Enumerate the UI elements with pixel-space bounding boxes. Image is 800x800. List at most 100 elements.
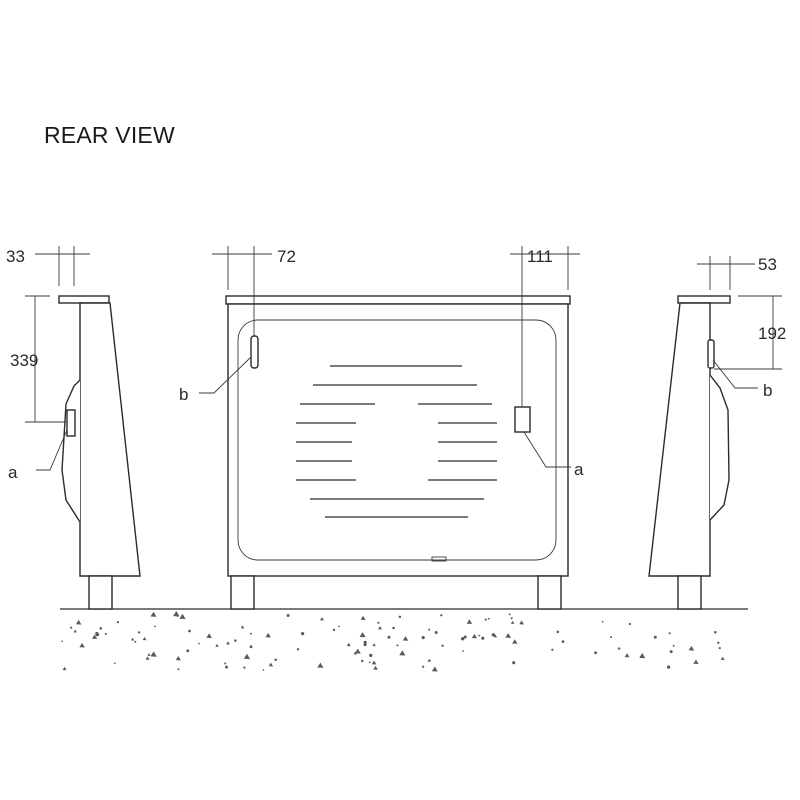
gravel-speck: [427, 658, 432, 662]
gravel-speck: [688, 645, 695, 651]
leader-line: [199, 356, 252, 394]
gravel-speck: [396, 644, 399, 647]
dim-label-339: 339: [10, 351, 38, 370]
gravel-speck: [353, 651, 357, 655]
dim-label-192: 192: [758, 324, 786, 343]
right-bulge: [709, 374, 730, 521]
dim-label-53: 53: [758, 255, 777, 274]
gravel-speck: [338, 625, 340, 628]
gravel-speck: [594, 651, 598, 655]
gravel-speck: [116, 621, 119, 624]
panel-latch: [431, 556, 447, 562]
gravel-speck: [346, 642, 351, 647]
right-component-b: [707, 339, 715, 369]
left-leg: [88, 575, 113, 610]
ground-gravel: [61, 611, 725, 672]
gravel-speck: [461, 637, 465, 641]
gravel-speck: [478, 634, 481, 637]
gravel-speck: [617, 646, 621, 650]
gravel-speck: [610, 636, 612, 639]
left-side-view: 33 339 a: [6, 246, 141, 610]
gravel-speck: [224, 662, 227, 665]
gravel-speck: [720, 656, 725, 661]
gravel-speck: [249, 632, 252, 635]
gravel-speck: [471, 633, 478, 639]
gravel-speck: [243, 666, 246, 669]
callout-a-center: a: [574, 460, 584, 479]
gravel-speck: [369, 653, 373, 658]
drawing-title: REAR VIEW: [44, 122, 175, 148]
right-leg: [677, 575, 702, 610]
gravel-speck: [422, 665, 425, 668]
gravel-speck: [225, 665, 228, 669]
gravel-speck: [262, 669, 265, 671]
gravel-speck: [487, 617, 490, 620]
gravel-speck: [99, 627, 103, 630]
gravel-speck: [639, 653, 646, 659]
gravel-speck: [505, 633, 511, 638]
gravel-speck: [62, 666, 67, 671]
gravel-speck: [92, 634, 98, 639]
gravel-speck: [179, 613, 186, 619]
gravel-speck: [95, 632, 99, 636]
gravel-speck: [150, 651, 157, 657]
gravel-speck: [363, 643, 367, 647]
gravel-speck: [147, 653, 151, 656]
gravel-speck: [206, 633, 212, 638]
gravel-speck: [510, 620, 515, 624]
vent-slots: [296, 365, 497, 518]
center-right-leg: [537, 575, 562, 610]
gravel-speck: [360, 615, 366, 620]
gravel-speck: [466, 619, 473, 624]
left-bulge: [61, 379, 81, 523]
gravel-speck: [104, 632, 107, 635]
gravel-speck: [76, 619, 82, 625]
gravel-speck: [150, 611, 157, 617]
component-a: [514, 406, 531, 433]
dim-label-72: 72: [277, 247, 296, 266]
leader-line: [523, 431, 571, 468]
gravel-speck: [484, 618, 487, 621]
gravel-speck: [556, 630, 560, 634]
gravel-speck: [286, 614, 290, 617]
gravel-speck: [154, 625, 156, 628]
gravel-speck: [186, 649, 190, 653]
callout-b-right: b: [763, 381, 772, 400]
gravel-speck: [601, 620, 604, 623]
gravel-speck: [145, 656, 150, 660]
gravel-speck: [320, 617, 324, 621]
gravel-speck: [402, 636, 409, 641]
gravel-speck: [332, 628, 336, 632]
gravel-speck: [398, 615, 402, 619]
gravel-speck: [265, 632, 271, 638]
gravel-speck: [512, 639, 518, 644]
gravel-speck: [392, 626, 395, 630]
gravel-speck: [368, 661, 371, 664]
gravel-speck: [508, 613, 511, 616]
gravel-speck: [359, 632, 366, 638]
gravel-speck: [462, 650, 464, 652]
gravel-speck: [226, 641, 230, 645]
dim-label-33: 33: [6, 247, 25, 266]
gravel-speck: [668, 632, 671, 635]
center-top-cap: [225, 295, 571, 305]
gravel-speck: [240, 625, 245, 629]
gravel-speck: [672, 644, 675, 647]
gravel-speck: [481, 636, 485, 640]
center-rear-view: 72 111 b a: [179, 246, 584, 610]
gravel-speck: [142, 637, 147, 641]
gravel-speck: [317, 662, 324, 668]
right-body: [648, 302, 711, 577]
gravel-speck: [510, 617, 513, 620]
gravel-speck: [70, 626, 73, 629]
gravel-speck: [268, 662, 274, 667]
gravel-speck: [428, 628, 431, 631]
gravel-speck: [669, 650, 673, 654]
callout-b-center: b: [179, 385, 188, 404]
gravel-speck: [371, 660, 377, 665]
left-top-cap: [58, 295, 110, 304]
gravel-speck: [215, 643, 219, 647]
leader-line: [712, 359, 758, 389]
callout-a-left: a: [8, 463, 18, 482]
